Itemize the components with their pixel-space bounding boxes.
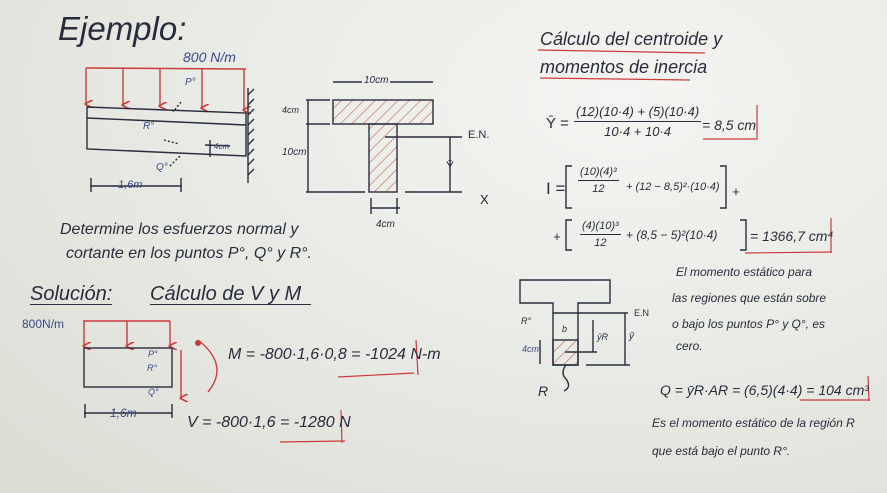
q-equation: Q = ȳR·AR = (6,5)(4·4) = 104 cm³	[660, 383, 869, 397]
q-expression: Q = ȳR·AR = (6,5)(4·4) =	[660, 382, 819, 398]
solution-load-label: 800N/m	[22, 317, 65, 331]
flange-height-label: 4cm	[282, 105, 300, 115]
neutral-axis-label: E.N.	[468, 129, 490, 141]
length-label: 1,6m	[118, 179, 143, 191]
x-axis-label: X	[480, 192, 489, 207]
free-body-diagram	[83, 320, 218, 418]
t-section-diagram	[306, 81, 462, 214]
inertia-lead-plus: +	[553, 229, 561, 244]
note-line-1: El momento estático para	[676, 265, 813, 279]
region-ybar-label: ȳ	[629, 331, 634, 342]
solution-point-q: Q°	[148, 387, 159, 397]
centroid-title-2: momentos de inercia	[540, 57, 708, 77]
moment-expression: M = -800·1,6·0,8 =	[228, 346, 365, 363]
note-line-2: las regiones que están sobre	[672, 291, 827, 305]
ybar-denominator: 10·4 + 10·4	[604, 124, 672, 139]
inertia-term1-fraction: (10)(4)³ 12	[578, 166, 619, 195]
ybar-fraction: (12)(10·4) + (5)(10·4) 10·4 + 10·4	[574, 104, 702, 139]
region-ybar-r-label: ȳR	[597, 332, 608, 342]
moment-equation: M = -800·1,6·0,8 = -1024 N-m	[228, 347, 441, 363]
solution-title: Solución:	[30, 283, 113, 305]
inertia-term2-denominator: 12	[594, 237, 607, 249]
solution-point-r: R°	[147, 363, 158, 373]
ybar-result: = 8,5 cm	[702, 117, 757, 133]
web-width-label: 4cm	[376, 219, 395, 230]
region-point-r: R°	[521, 316, 532, 326]
top-width-label: 10cm	[362, 75, 391, 86]
region-b-label: b	[562, 324, 568, 334]
problem-line-2: cortante en los puntos P°, Q° y R°.	[66, 245, 312, 262]
shear-equation: V = -800·1,6 = -1280 N	[187, 415, 351, 431]
inertia-lhs: I =	[546, 179, 566, 198]
shear-result: -1280 N	[293, 414, 351, 431]
solution-subtitle: Cálculo de V y M	[150, 284, 312, 305]
result-underlines	[279, 49, 870, 444]
note-line-3: o bajo los puntos P° y Q°, es	[672, 317, 826, 331]
inertia-term1-numerator: (10)(4)³	[578, 166, 619, 181]
centroid-title-1: Cálculo del centroide y	[540, 29, 723, 49]
region-neutral-axis: E.N	[634, 308, 650, 318]
load-label: 800 N/m	[183, 49, 236, 65]
problem-line-1: Determine los esfuerzos normal y	[60, 221, 299, 238]
inertia-term1-denominator: 12	[592, 183, 605, 195]
solution-point-p: P°	[148, 349, 158, 359]
ybar-lhs: Ȳ =	[546, 115, 569, 132]
point-q-label: Q°	[156, 162, 168, 173]
q-note-line-2: que está bajo el punto R°.	[652, 444, 791, 458]
solution-length-label: 1,6m	[110, 406, 137, 420]
inertia-term2-numerator: (4)(10)³	[580, 220, 621, 235]
note-line-4: cero.	[676, 339, 703, 353]
point-r-label: R°	[143, 121, 155, 132]
inertia-result: = 1366,7 cm⁴	[750, 228, 834, 244]
cantilever-beam	[86, 88, 255, 192]
shear-expression: V = -800·1,6 =	[187, 414, 294, 431]
example-title: Ejemplo:	[58, 10, 187, 47]
region-label: R	[538, 383, 549, 399]
t-section-region-diagram	[519, 279, 630, 392]
web-height-label: 10cm	[282, 147, 307, 158]
region-height-label: 4cm	[522, 344, 540, 354]
offset-label: 4cm	[214, 142, 230, 151]
moment-result: -1024 N-m	[364, 346, 441, 363]
q-note-line-1: Es el momento estático de la región R	[652, 416, 855, 430]
inertia-plus: +	[732, 184, 740, 199]
inertia-term2-fraction: (4)(10)³ 12	[580, 220, 621, 249]
inertia-term1-rest: + (12 − 8,5)²·(10·4)	[626, 181, 720, 193]
inertia-term2-rest: + (8,5 − 5)²(10·4)	[626, 228, 718, 242]
point-p-label: P°	[185, 77, 196, 88]
distributed-load-diagram	[86, 67, 246, 110]
equation-brackets	[565, 165, 747, 251]
q-result: 104 cm³	[818, 382, 869, 398]
ybar-numerator: (12)(10·4) + (5)(10·4)	[574, 104, 702, 122]
ybar-label: Ȳ	[446, 159, 455, 173]
